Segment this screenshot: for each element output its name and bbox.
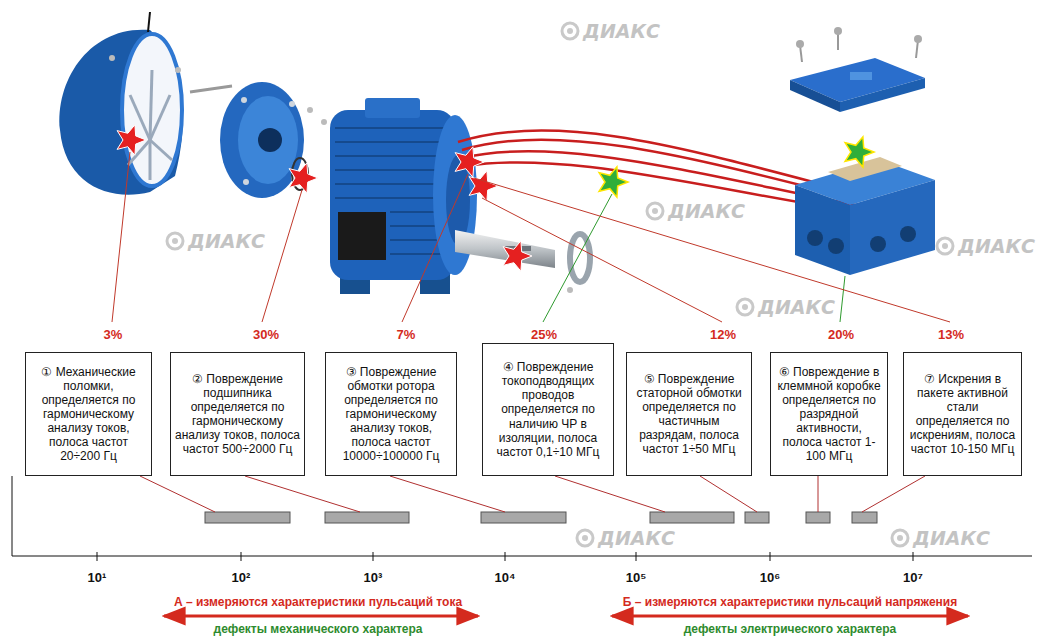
axis-tick-label: 10⁵ <box>626 570 647 585</box>
frequency-bands <box>205 512 877 523</box>
frequency-axis <box>12 476 1032 561</box>
watermark-text: ДИАКС <box>758 296 835 318</box>
watermark-logo <box>575 528 595 548</box>
leader-lines <box>112 152 950 322</box>
watermark: ДИАКС <box>575 527 675 549</box>
watermark: ДИАКС <box>165 230 265 252</box>
band-leader <box>818 476 819 512</box>
watermark-text: ДИАКС <box>668 200 745 222</box>
watermark-logo <box>560 21 580 41</box>
share-percent: 13% <box>938 327 964 342</box>
watermark: ДИАКС <box>645 200 745 222</box>
watermark: ДИАКС <box>735 296 835 318</box>
damage-marks <box>117 125 874 271</box>
defect-description: ⑥ Повреждение в клеммной коробке определ… <box>775 365 883 463</box>
terminal-box <box>795 157 935 275</box>
defect-box: 7%③ Повреждение обмотки ротора определяе… <box>325 352 457 476</box>
axis-tick-label: 10⁶ <box>760 570 780 585</box>
watermark-logo <box>935 236 955 256</box>
defect-class-note: дефекты механического характера <box>214 622 423 636</box>
fan-cover <box>60 12 232 195</box>
watermark-text: ДИАКС <box>583 20 660 42</box>
band-leader <box>245 476 360 512</box>
range-arrows <box>164 615 968 618</box>
watermark-text: ДИАКС <box>598 527 675 549</box>
defect-description: ① Механические поломки, определяется по … <box>30 365 147 463</box>
band-leader <box>390 476 505 512</box>
watermark: ДИАКС <box>560 20 660 42</box>
band-leader <box>700 476 757 512</box>
share-percent: 30% <box>253 327 279 342</box>
motor-body <box>330 98 590 294</box>
defect-box: 20%⑥ Повреждение в клеммной коробке опре… <box>770 352 888 476</box>
defect-box: 3%① Механические поломки, определяется п… <box>25 352 152 476</box>
band-leader <box>862 476 925 512</box>
defect-box: 12%⑤ Повреждение статорной обмотки опред… <box>626 352 752 476</box>
axis-tick-label: 10⁷ <box>903 570 923 585</box>
end-shield <box>220 82 327 198</box>
watermark-logo <box>645 201 665 221</box>
band-leader <box>555 476 665 512</box>
watermark-text: ДИАКС <box>913 527 990 549</box>
defect-description: ② Повреждение подшипника определяется по… <box>175 372 300 456</box>
watermark-logo <box>890 528 910 548</box>
measurement-note: А – измеряются характеристики пульсаций … <box>174 595 462 609</box>
axis-tick-label: 10¹ <box>88 570 107 585</box>
defect-box: 13%⑦ Искрения в пакете активной стали оп… <box>903 352 1022 476</box>
watermark-text: ДИАКС <box>188 230 265 252</box>
measurement-note: Б – измеряются характеристики пульсаций … <box>623 595 957 609</box>
watermark-text: ДИАКС <box>958 235 1035 257</box>
defect-description: ③ Повреждение обмотки ротора определяетс… <box>330 365 452 463</box>
watermark: ДИАКС <box>890 527 990 549</box>
share-percent: 3% <box>104 327 123 342</box>
defect-box: 30%② Повреждение подшипника определяется… <box>170 352 305 476</box>
axis-tick-label: 10⁴ <box>495 570 516 585</box>
watermark-logo <box>165 231 185 251</box>
defect-box: 25%④ Повреждение токоподводящих проводов… <box>482 343 614 476</box>
share-percent: 25% <box>531 327 557 342</box>
watermark: ДИАКС <box>935 235 1035 257</box>
axis-tick-label: 10³ <box>364 570 383 585</box>
watermark-logo <box>735 297 755 317</box>
share-percent: 20% <box>828 327 854 342</box>
band-leader <box>140 476 215 512</box>
share-percent: 7% <box>397 327 416 342</box>
defect-description: ④ Повреждение токоподводящих проводов оп… <box>487 360 609 458</box>
defect-class-note: дефекты электрического характера <box>684 622 897 636</box>
terminal-box-lid <box>790 27 925 112</box>
defect-description: ⑤ Повреждение статорной обмотки определя… <box>631 372 747 456</box>
axis-tick-label: 10² <box>232 570 251 585</box>
defect-description: ⑦ Искрения в пакете активной стали опред… <box>908 372 1017 456</box>
share-percent: 12% <box>710 327 736 342</box>
